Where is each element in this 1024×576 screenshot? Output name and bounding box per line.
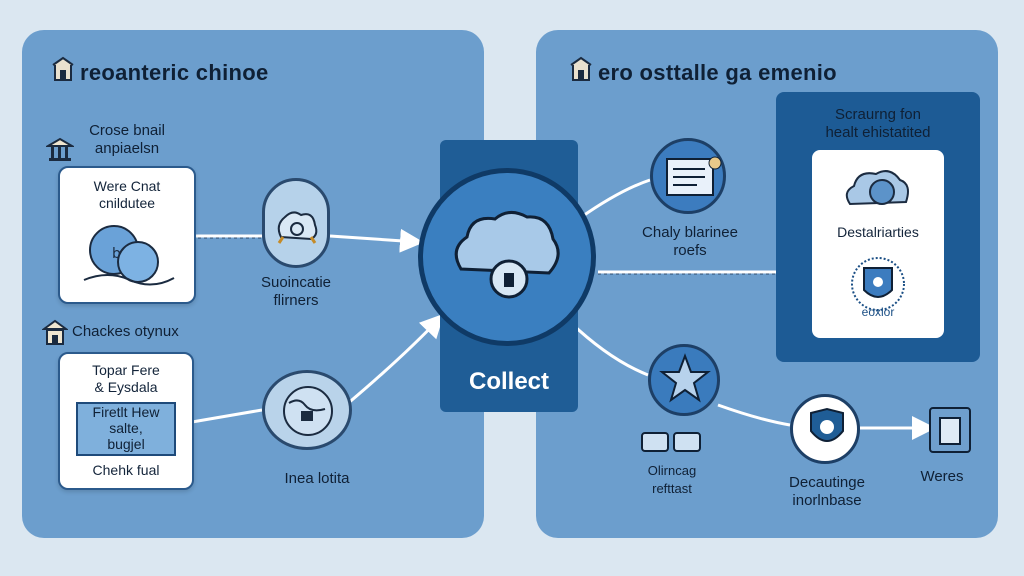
target-node2-label: Olirncag refttast — [620, 462, 724, 498]
globe-icon — [279, 383, 337, 444]
building-icon — [52, 56, 74, 87]
card2-line1: Topar Fere — [92, 362, 160, 378]
right-panel-title: ero osttalle ga emenio — [598, 60, 837, 85]
destination-badge-text: eoxlor — [861, 305, 895, 319]
bank-icon — [44, 136, 76, 169]
badge-icon — [850, 254, 906, 321]
cloud-user-icon: b — [78, 220, 178, 297]
card2-title: Topar Fere & Eysdala — [60, 362, 192, 396]
card2-line2: & Eysdala — [94, 379, 158, 395]
document-icon — [665, 155, 723, 204]
target-node3-label: Decautinge inorlnbase — [768, 474, 886, 510]
destination-title: Scraurng fon healt ehistatited — [786, 106, 970, 142]
wire-hub-node-r1 — [579, 178, 651, 220]
card2-box-line3: bugjel — [107, 436, 145, 452]
brain-icon — [273, 207, 321, 250]
source-card-1[interactable]: Were Cnat cnildutee b — [58, 166, 196, 304]
group1-label-line2: anpiaelsn — [94, 140, 160, 157]
card1-line1: Were Cnat — [93, 178, 161, 194]
server-icon — [640, 430, 704, 459]
source-node-2[interactable] — [262, 370, 352, 450]
card2-box-line2: salte, — [109, 420, 143, 436]
source-card-2[interactable]: Topar Fere & Eysdala Firetlt Hew salte, … — [58, 352, 194, 490]
group1-label-line1: Crose bnail — [89, 122, 165, 139]
destination-card-label: Destalriarties — [837, 224, 919, 240]
shield-icon — [807, 407, 847, 458]
svg-text:b: b — [112, 246, 121, 262]
building-icon — [570, 56, 592, 87]
card1-line2: cnildutee — [98, 195, 156, 211]
card2-box-line1: Firetlt Hew — [92, 404, 160, 420]
target-node-1[interactable] — [650, 138, 726, 214]
target-node1-label-line1: Chaly blarinee — [642, 224, 738, 241]
cloud-icon — [842, 164, 914, 225]
destination-title-line1: Scraurng fon — [835, 106, 921, 123]
wire-node2-hub — [339, 313, 445, 412]
building-icon — [40, 318, 70, 353]
wire-card2-node2 — [191, 408, 263, 424]
node1-label-line1: Suoincatie — [260, 274, 332, 291]
card1-title: Were Cnat cnildutee — [60, 178, 194, 212]
target-node4-label: Weres — [920, 468, 964, 485]
destination-card[interactable]: Destalriarties eoxlor — [812, 150, 944, 338]
card2-footer: Chehk fual — [92, 462, 160, 478]
destination-title-line2: healt ehistatited — [825, 124, 931, 141]
target-node-2[interactable] — [648, 344, 720, 416]
target-node1-label-line2: roefs — [673, 242, 707, 259]
target-node3-label-line2: inorlnbase — [792, 492, 862, 509]
cloud-lock-icon — [449, 203, 567, 316]
collect-hub[interactable] — [418, 168, 596, 346]
wire-star-shield — [717, 403, 791, 427]
group1-label: Crose bnail anpiaelsn — [72, 122, 182, 158]
card2-info-box: Firetlt Hew salte, bugjel — [76, 402, 176, 456]
node1-label-line2: flirners — [273, 292, 319, 309]
group2-label: Chackes otynux — [72, 323, 179, 340]
folder-icon[interactable] — [926, 400, 978, 461]
target-node1-label: Chaly blarinee roefs — [628, 224, 752, 260]
left-panel-title: reoanteric chinoe — [80, 60, 269, 85]
star-icon — [659, 353, 711, 410]
node1-label: Suoincatie flirners — [240, 274, 352, 310]
target-node-3[interactable] — [790, 394, 860, 464]
collect-label: Collect — [468, 368, 549, 395]
target-node2-label-line1: Olirncag — [647, 463, 697, 478]
wire-node1-hub — [329, 228, 424, 253]
target-node2-label-line2: refttast — [652, 481, 692, 496]
source-node-1[interactable] — [262, 178, 330, 268]
node2-label: Inea lotita — [284, 470, 350, 487]
wire-hub-star — [568, 320, 649, 377]
target-node3-label-line1: Decautinge — [789, 474, 865, 491]
